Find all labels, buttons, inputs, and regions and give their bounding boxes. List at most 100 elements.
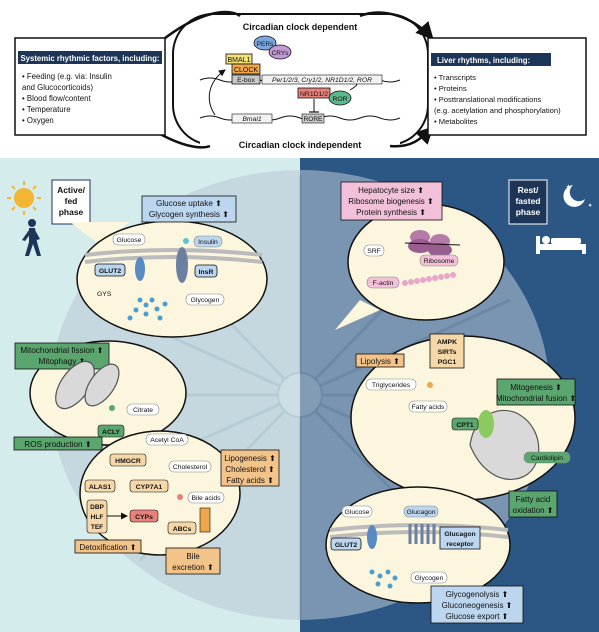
abcs-transporter bbox=[167, 521, 197, 535]
clock-protein bbox=[231, 63, 261, 75]
glycogen-particles bbox=[127, 297, 168, 321]
glucose-uptake-panel bbox=[76, 220, 268, 338]
acetyl-coa-pill bbox=[145, 433, 189, 446]
factin-pill bbox=[366, 276, 400, 289]
protein-synthesis-label: Protein synthesis ⬆ bbox=[356, 208, 426, 217]
f-actin-filament bbox=[402, 272, 456, 286]
fatty-acids-label: Fatty acids bbox=[412, 404, 445, 411]
glucagon-receptor-box bbox=[439, 526, 481, 550]
ribosome-label: Ribosome bbox=[424, 258, 455, 265]
insulin-pill bbox=[193, 235, 223, 248]
oxidation-label: oxidation ⬆ bbox=[513, 506, 554, 515]
glycogen-synthesis-label: Glycogen synthesis ⬆ bbox=[149, 210, 229, 219]
cyps-enzyme bbox=[129, 509, 159, 523]
bmal1-label: BMAL1 bbox=[228, 57, 251, 64]
moon-icon: ✦ ✦ bbox=[563, 184, 592, 209]
liver-rhythm-item: (e.g. acetylation and phosphorylation) bbox=[434, 106, 561, 115]
detoxification-box bbox=[74, 539, 142, 554]
insulin-label: Insulin bbox=[198, 239, 218, 246]
dbp-label: DBP bbox=[90, 504, 104, 511]
glucose-pill bbox=[112, 233, 146, 246]
pers-label: PERs bbox=[257, 41, 274, 48]
systemic-item: • Feeding (e.g. via: Insulin bbox=[22, 72, 112, 81]
fasted-phase-label: fasted bbox=[515, 196, 540, 206]
fasted-phase-label: Rest/ bbox=[518, 185, 539, 195]
glycogen-label: Glycogen bbox=[191, 297, 220, 304]
hepatocyte-box bbox=[340, 181, 443, 221]
crys-protein bbox=[268, 44, 292, 60]
glut2-label: GLUT2 bbox=[99, 268, 121, 275]
bile-canaliculus-channel bbox=[199, 507, 211, 533]
fed-phase-label: phase bbox=[59, 207, 84, 217]
cpt1-label: CPT1 bbox=[456, 422, 474, 429]
srf-pill bbox=[363, 244, 385, 257]
independent-arrow-left bbox=[159, 132, 211, 149]
cardiolipin-label: Cardiolipin bbox=[531, 455, 563, 462]
tef-label: TEF bbox=[91, 524, 103, 531]
clock-genes-label: Per1/2/3, Cry1/2, NR1D1/2, ROR bbox=[272, 77, 372, 84]
svg-text:✦: ✦ bbox=[588, 203, 592, 209]
bile-acids-label: Bile acids bbox=[191, 495, 221, 502]
liver-rhythms-header: Liver rhythms, including: bbox=[437, 56, 530, 65]
cyp7a1-enzyme bbox=[129, 479, 169, 493]
glucose-out-label: Glucose bbox=[345, 509, 370, 516]
glucose-uptake-label: Glucose uptake ⬆ bbox=[156, 199, 222, 208]
citrate-pill bbox=[126, 403, 160, 416]
hlf-label: HLF bbox=[91, 514, 104, 521]
liver-rhythm-item: • Transcripts bbox=[434, 73, 476, 82]
mitogenesis-box bbox=[496, 378, 576, 406]
citrate-label: Citrate bbox=[133, 407, 153, 414]
triglycerides-pill bbox=[365, 378, 417, 391]
cardiolipin-pill bbox=[523, 451, 571, 464]
ampk-label: AMPK bbox=[437, 339, 457, 346]
clock-genes-box bbox=[261, 74, 383, 85]
fasted-phase-box bbox=[508, 179, 548, 225]
acly-enzyme bbox=[97, 424, 125, 438]
lipogenesis-box bbox=[220, 449, 280, 487]
lipolysis-box bbox=[355, 353, 405, 368]
pgc1-label: PGC1 bbox=[438, 359, 457, 366]
mito-fission-label: Mitochondrial fission ⬆ bbox=[20, 346, 103, 355]
factin-label: F-actin bbox=[373, 280, 394, 287]
fed-phase-box bbox=[51, 179, 91, 225]
bmal1-gene-box bbox=[231, 113, 273, 124]
glycogen-store-pill bbox=[410, 571, 448, 584]
clock-label: CLOCK bbox=[234, 67, 258, 74]
fasted-phase-label: phase bbox=[516, 207, 541, 217]
fatty-acid-oxidation-box bbox=[508, 490, 558, 518]
fed-phase-label: fed bbox=[65, 196, 78, 206]
ror-label: ROR bbox=[332, 96, 347, 103]
sirts-label: SIRTs bbox=[438, 349, 457, 356]
ebox-element bbox=[231, 74, 261, 85]
glucagon-receptor-label: Glucagon bbox=[444, 531, 475, 538]
gys-label: GYS bbox=[97, 291, 112, 298]
mitophagy-label: Mitophagy ⬆ bbox=[39, 357, 86, 366]
triglycerides-label: Triglycerides bbox=[372, 382, 411, 389]
dependent-arrow-right bbox=[359, 11, 434, 40]
systemic-factors-header: Systemic rhythmic factors, including: bbox=[20, 54, 159, 63]
mito-fission-box bbox=[14, 342, 110, 370]
glucagon-receptor-helices bbox=[408, 524, 436, 544]
ros-box bbox=[13, 436, 103, 451]
liver-rhythms-header-bg bbox=[431, 53, 551, 66]
cholesterol-up-label: Cholesterol ⬆ bbox=[225, 465, 274, 474]
walking-person-icon bbox=[22, 219, 41, 256]
clock-machinery: BMAL1 CLOCK E-box PERs CRYs Per1/2/3, Cr… bbox=[199, 35, 401, 124]
glut2-export-label: GLUT2 bbox=[335, 542, 357, 549]
glut2-export-transporter bbox=[330, 537, 362, 551]
bile-excretion-label: excretion ⬆ bbox=[172, 563, 213, 572]
fatty-acid-label: Fatty acid bbox=[516, 495, 551, 504]
glycogen-store-label: Glycogen bbox=[415, 575, 444, 582]
cholesterol-label: Cholesterol bbox=[173, 464, 208, 471]
hepatocyte-size-label: Hepatocyte size ⬆ bbox=[358, 186, 424, 195]
bile-acids-pill bbox=[187, 491, 225, 504]
systemic-item: • Blood flow/content bbox=[22, 94, 91, 103]
systemic-item: • Oxygen bbox=[22, 116, 54, 125]
liver-rhythm-item: • Posttranslational modifications bbox=[434, 95, 542, 104]
acly-label: ACLY bbox=[102, 429, 120, 436]
fatty-acids-up-label: Fatty acids ⬆ bbox=[226, 476, 274, 485]
cyp7a1-label: CYP7A1 bbox=[136, 484, 163, 491]
nr1d-protein bbox=[297, 87, 331, 99]
bile-label: Bile bbox=[186, 552, 200, 561]
